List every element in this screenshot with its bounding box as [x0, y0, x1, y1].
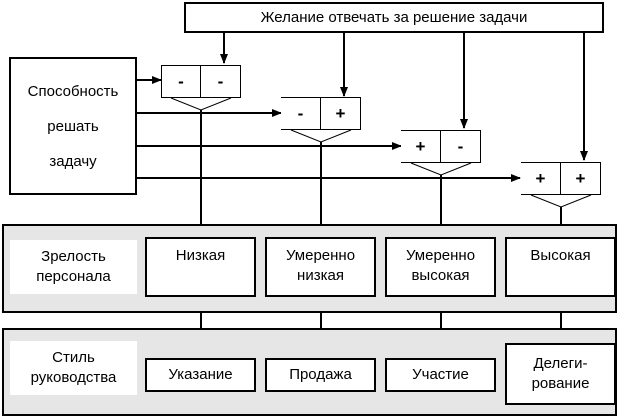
sign-pair-4-right: + [561, 162, 601, 195]
style-row-label: Стиль руководства [10, 341, 137, 395]
desire-box: Желание отвечать за решение задачи [184, 2, 604, 33]
sign-pair-2-right: + [321, 97, 361, 130]
desire-label: Желание отвечать за решение задачи [260, 9, 528, 26]
style-selling: Продажа [265, 358, 376, 392]
ability-line-1: Способность [27, 82, 119, 100]
maturity-high: Высокая [505, 237, 616, 297]
ability-box: Способность решать задачу [9, 57, 137, 195]
style-delegating: Делеги- рование [505, 343, 616, 405]
sign-pair-2-left: - [281, 97, 321, 130]
sign-pair-1-right: - [201, 65, 241, 98]
maturity-moderately-low: Умеренно низкая [265, 237, 376, 297]
ability-line-2: решать [47, 117, 99, 135]
sign-pair-3-right: - [441, 130, 481, 163]
maturity-moderately-high: Умеренно высокая [385, 237, 496, 297]
sign-pair-1-left: - [161, 65, 201, 98]
sign-pair-3-left: + [401, 130, 441, 163]
ability-line-3: задачу [49, 152, 97, 170]
style-directing: Указание [145, 358, 256, 392]
maturity-row-label: Зрелость персонала [10, 240, 137, 294]
maturity-low: Низкая [145, 237, 256, 297]
style-participating: Участие [385, 358, 496, 392]
sign-pair-4-left: + [521, 162, 561, 195]
